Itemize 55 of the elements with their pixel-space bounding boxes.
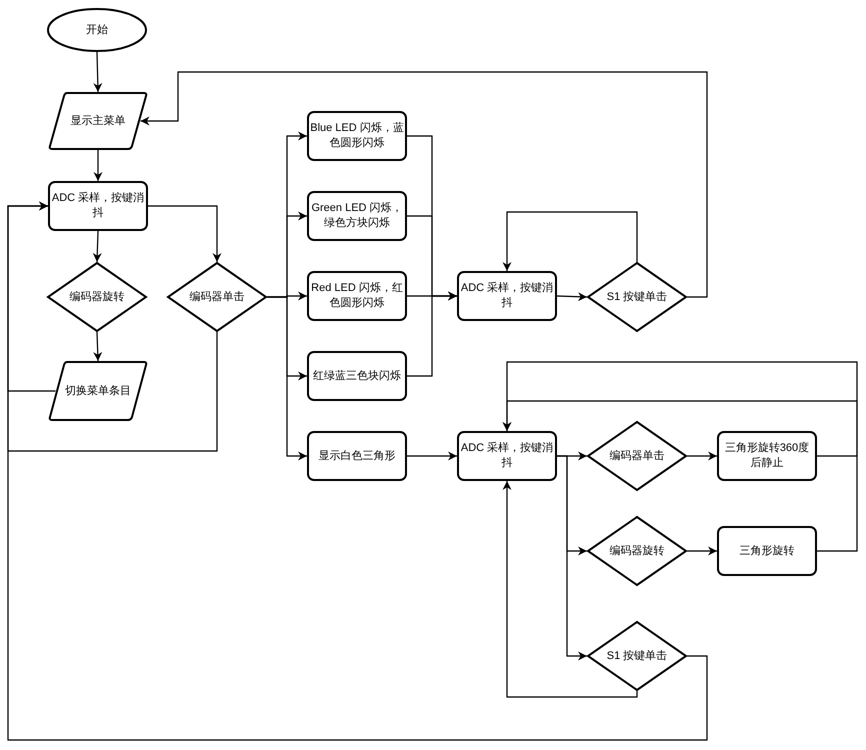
node-label: 三角形旋转360度后静止 — [724, 441, 810, 471]
arrow — [7, 202, 708, 741]
decision-diamond — [47, 262, 147, 332]
process-box — [457, 271, 557, 321]
decision-diamond — [587, 621, 687, 691]
node-label: S1 按键单击 — [606, 648, 668, 664]
process-box — [717, 526, 817, 576]
node-label: 显示白色三角形 — [318, 448, 396, 464]
arrow — [267, 296, 307, 460]
arrow — [92, 230, 102, 262]
node-label: ADC 采样，按键消抖 — [50, 191, 146, 221]
node-label: Blue LED 闪烁，蓝色圆形闪烁 — [309, 121, 405, 151]
node-label: Red LED 闪烁，红色圆形闪烁 — [310, 281, 404, 311]
arrow — [687, 452, 717, 460]
io-parallelogram — [48, 361, 148, 421]
arrow — [557, 455, 587, 660]
decision-diamond — [167, 262, 267, 332]
node-label: 编码器旋转 — [608, 544, 666, 558]
arrow — [93, 52, 102, 92]
arrow — [93, 332, 102, 362]
decision-diamond — [587, 516, 687, 586]
arrow — [148, 205, 222, 262]
io-parallelogram — [48, 92, 148, 150]
arrow — [556, 292, 588, 302]
arrow — [502, 481, 638, 698]
node-label: 三角形旋转 — [738, 544, 796, 558]
node-label: 编码器单击 — [608, 448, 666, 464]
process-box — [307, 111, 407, 161]
node-label: S1 按键单击 — [606, 290, 668, 304]
node-label: ADC 采样，按键消抖 — [460, 441, 554, 471]
node-label: 红绿蓝三色块闪烁 — [312, 368, 402, 384]
node-label: Green LED 闪烁，绿色方块闪烁 — [310, 201, 404, 231]
node-label: 编码器旋转 — [68, 290, 126, 304]
process-box — [307, 271, 407, 321]
arrow — [502, 211, 638, 271]
arrow — [407, 292, 457, 377]
node-label: ADC 采样，按键消抖 — [460, 281, 554, 311]
node-label: 切换菜单条目 — [64, 384, 132, 398]
arrow — [407, 452, 457, 460]
node-label: 开始 — [85, 22, 109, 38]
arrow — [94, 150, 102, 181]
process-box — [457, 431, 557, 481]
process-box — [48, 181, 148, 231]
arrow — [502, 361, 858, 552]
arrow — [140, 71, 708, 298]
process-box — [307, 431, 407, 481]
arrow — [687, 546, 717, 556]
decision-diamond — [587, 262, 687, 332]
process-box — [307, 351, 407, 401]
start-ellipse — [47, 8, 147, 52]
node-label: 显示主菜单 — [70, 114, 126, 128]
node-label: 编码器单击 — [188, 290, 246, 304]
process-box — [717, 431, 817, 481]
process-box — [307, 191, 407, 241]
decision-diamond — [587, 421, 687, 491]
